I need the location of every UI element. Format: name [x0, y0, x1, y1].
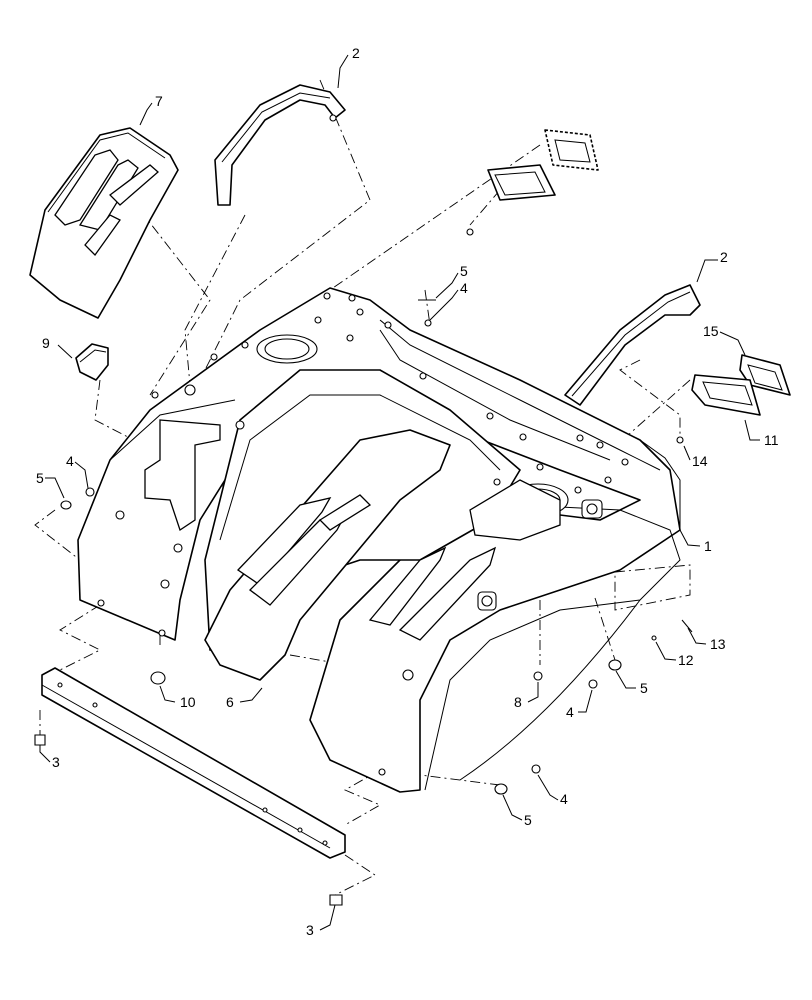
callout-label: 7: [155, 93, 163, 109]
callout-label: 3: [52, 754, 60, 770]
callout-label: 4: [460, 280, 468, 296]
callout-label: 2: [720, 249, 728, 265]
callout-label: 15: [703, 323, 719, 339]
clip: [75, 343, 109, 381]
callout-labels: 2 7 5 4 2 15 9 11 14 4 5 1 13 12 10 6 8 …: [36, 45, 779, 938]
upper-light-assembly: [487, 129, 599, 201]
grab-handle-upper: [214, 84, 346, 206]
callout-label: 5: [640, 680, 648, 696]
callout-label: 5: [460, 263, 468, 279]
callout-label: 13: [710, 636, 726, 652]
fender-pad: [29, 127, 179, 319]
callout-label: 4: [66, 453, 74, 469]
callout-label: 3: [306, 922, 314, 938]
mounting-holes: [97, 292, 629, 776]
callout-label: 14: [692, 453, 708, 469]
work-light-lens: [739, 354, 791, 396]
leader-lines: [39, 54, 760, 931]
callout-label: 5: [524, 812, 532, 828]
callout-label: 6: [226, 694, 234, 710]
callout-label: 10: [180, 694, 196, 710]
callout-label: 12: [678, 652, 694, 668]
callout-label: 4: [560, 791, 568, 807]
callout-label: 2: [352, 45, 360, 61]
grab-handle-right: [564, 284, 701, 406]
callout-label: 9: [42, 335, 50, 351]
work-light-bezel: [691, 374, 761, 416]
callout-label: 11: [764, 432, 779, 448]
fender-assembly: [77, 287, 681, 793]
callout-label: 5: [36, 470, 44, 486]
callout-label: 8: [514, 694, 522, 710]
fender-mat: [204, 429, 451, 681]
callout-label: 1: [704, 538, 712, 554]
mounting-bracket: [41, 667, 346, 859]
hardware: [34, 114, 693, 906]
callout-label: 4: [566, 704, 574, 720]
